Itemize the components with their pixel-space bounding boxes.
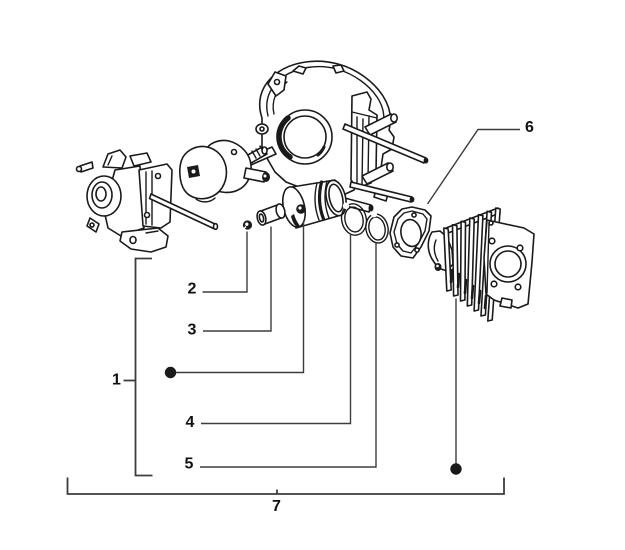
piston-ring-1-drawing [340,202,368,236]
cylinder-gasket-drawing [389,206,432,259]
callout-5-label: 5 [185,456,194,473]
callout-4-label: 4 [186,414,195,431]
long-stud-drawing [148,193,219,231]
callout-6-label: 6 [525,119,534,136]
callout-5: 5 [185,242,377,473]
callout-2: 2 [188,231,248,298]
circlip-drawing [242,220,253,230]
callout-7-label: 7 [272,498,281,515]
crankshaft-drawing [179,139,270,203]
cylinder-drawing [427,207,535,322]
callout-2-label: 2 [188,281,197,298]
piston-bullet-marker [164,221,305,379]
callout-6: 6 [426,119,534,205]
callout-7: 7 [66,477,505,515]
cylinder-bullet-marker [450,298,462,475]
callout-4: 4 [186,233,352,431]
callout-3: 3 [188,226,272,339]
piston-pin-drawing [256,203,286,226]
callout-1: 1 [112,257,153,477]
crankcase-half-left-drawing [75,149,173,253]
callout-1-label: 1 [112,372,121,389]
piston-drawing [281,179,347,229]
piston-ring-2-drawing [365,211,389,244]
callout-3-label: 3 [188,322,197,339]
